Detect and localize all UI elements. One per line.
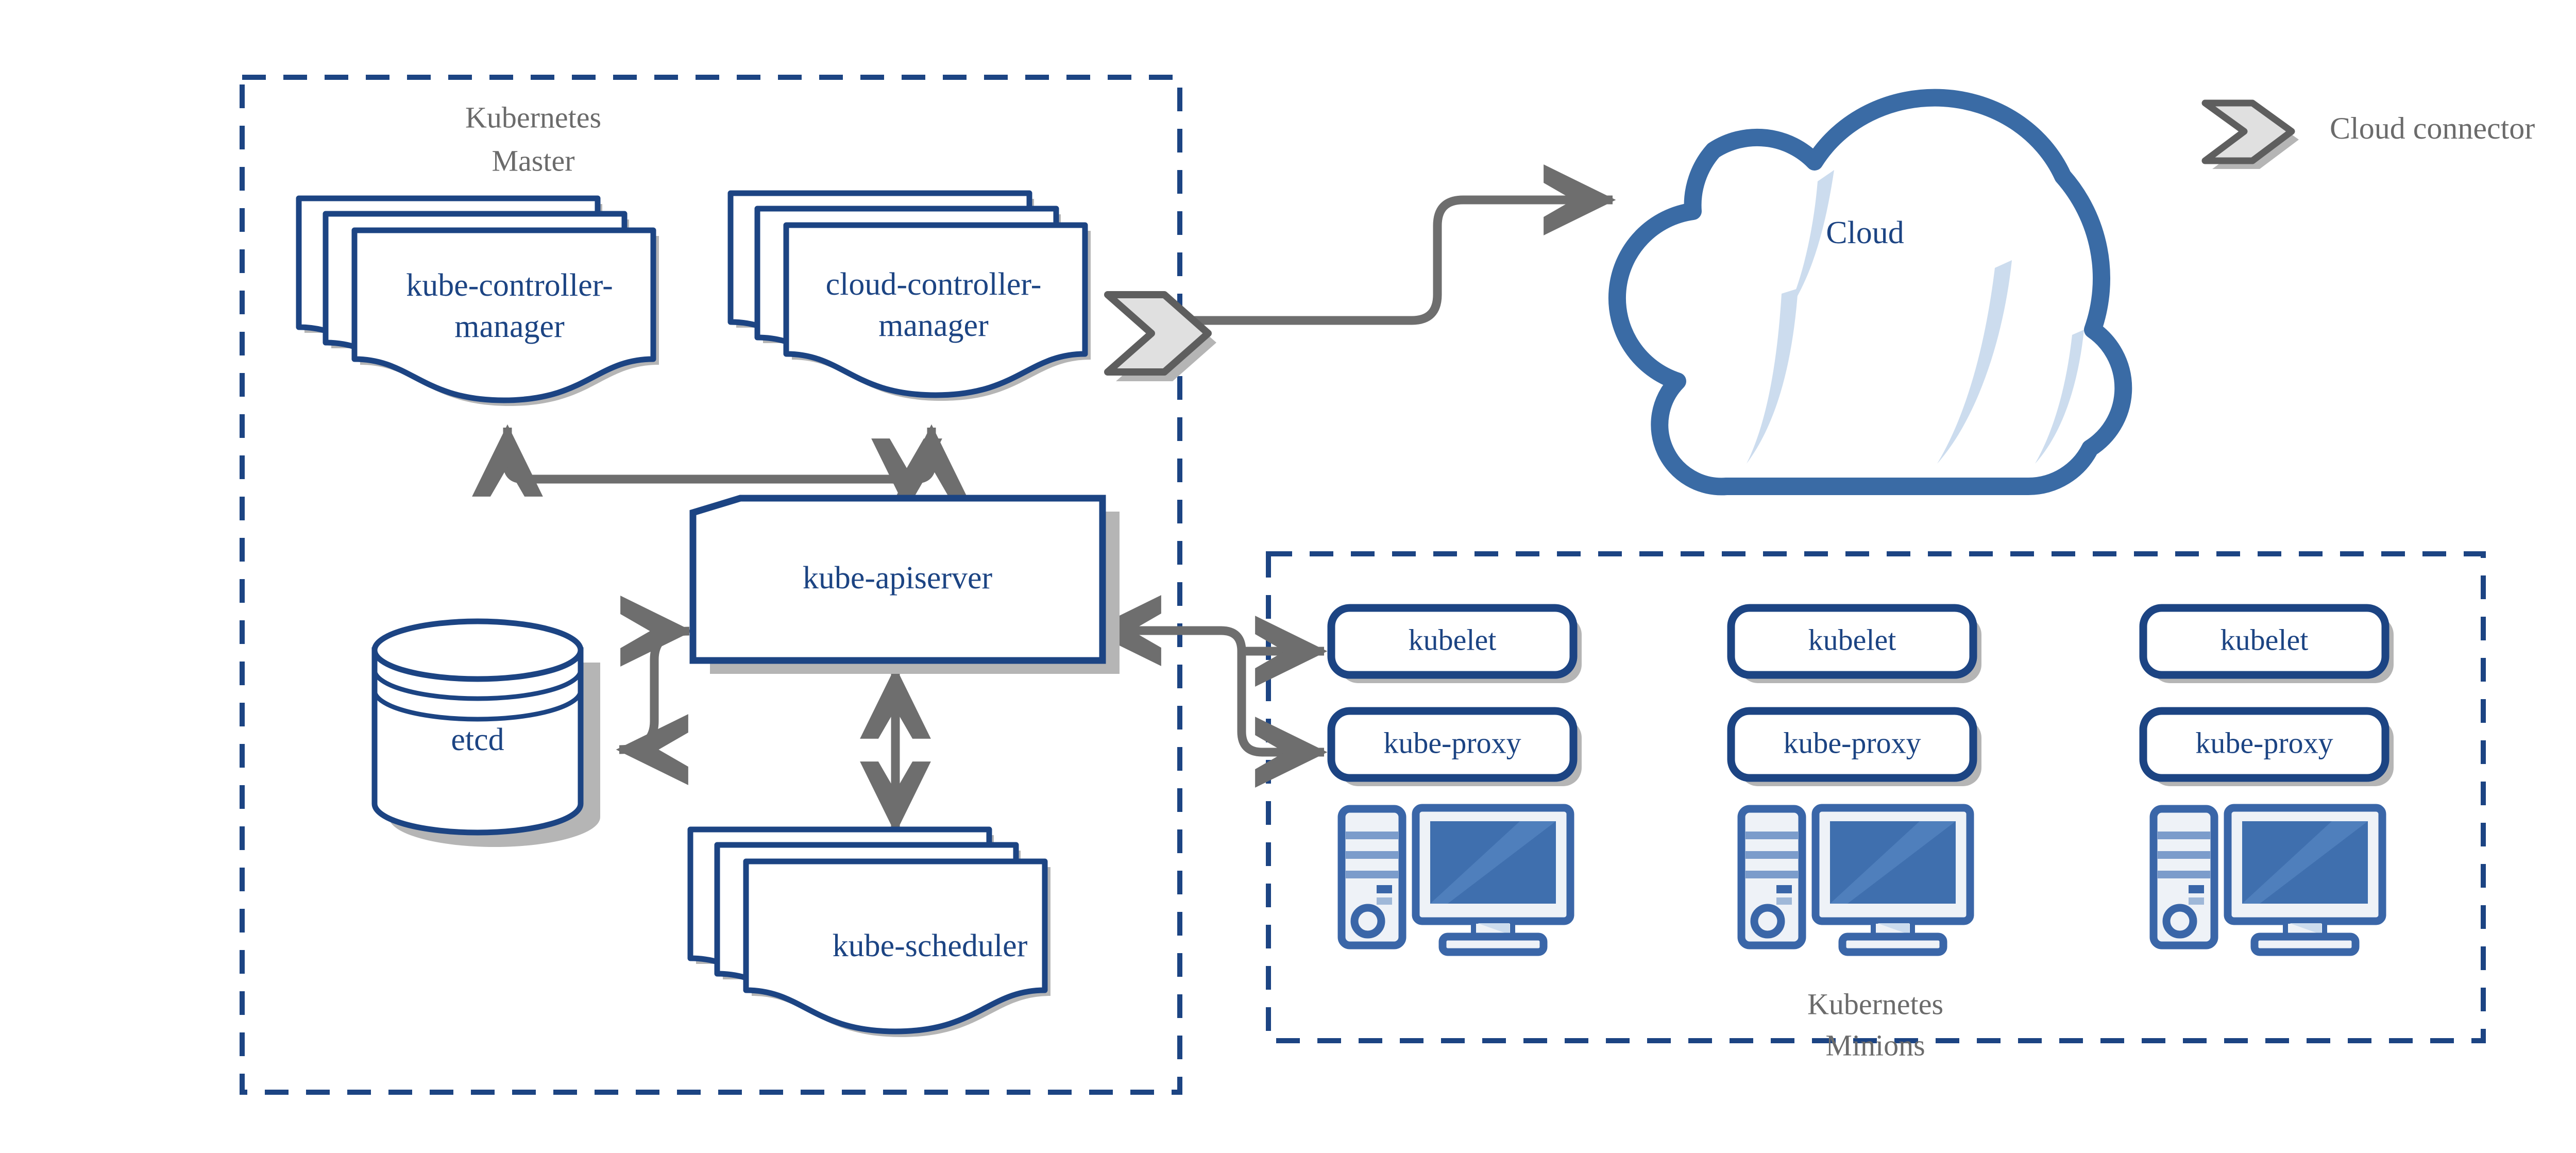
cloud-connector-icon-on-ccm [1104,291,1216,381]
node-cloud-controller-manager[interactable]: cloud-controller- manager [731,193,1091,401]
minion-1-kube-proxy-label: kube-proxy [1383,726,1521,759]
cloud-controller-manager-label-line1: cloud-controller- [826,267,1042,302]
legend-cloud-connector-label: Cloud connector [2330,111,2535,145]
chevron-connector-icon [2201,99,2295,164]
minion-3-kubelet-box[interactable] [2139,604,2389,679]
etcd-label: etcd [451,722,504,757]
node-kube-scheduler[interactable]: kube-scheduler [690,829,1050,1037]
minions-group-label: Kubernetes Minions [1807,987,1943,1062]
master-group-label-line1: Kubernetes [465,100,601,134]
minion-2-kube-proxy-label: kube-proxy [1783,726,1921,759]
kube-controller-manager-label-line1: kube-controller- [406,268,613,303]
connector-ccm-to-cloud [1172,164,1616,325]
node-cloud[interactable]: Cloud [1608,89,2132,496]
minion-3-kube-proxy-box[interactable] [2139,707,2389,782]
minion-1-kubelet-box[interactable] [1327,604,1578,679]
cloud-controller-manager-label-line2: manager [878,308,989,343]
node-kube-apiserver[interactable]: kube-apiserver [689,495,1120,674]
minion-3-kubelet-label: kubelet [2221,623,2309,656]
cloud-connector-chevron [1104,291,1212,376]
minions-group-label-line1: Kubernetes [1807,987,1943,1021]
minion-1-computer-icon [1337,804,1574,956]
etcd-ring-1 [372,669,583,701]
minions-dashed-border [1266,551,2486,1043]
minion-2[interactable]: kubelet kube-proxy [1727,604,1981,956]
sched-doc-front [746,861,1050,1037]
master-dashed-border [240,75,1182,1095]
cloud-outline [1608,89,2132,496]
kcm-doc-front [354,230,659,406]
kube-scheduler-label: kube-scheduler [833,928,1028,963]
kubernetes-minions-group [1266,551,2486,1043]
minions-group-label-line2: Minions [1825,1028,1925,1062]
ccm-doc-front [786,225,1091,401]
node-kube-controller-manager[interactable]: kube-controller- manager [299,198,659,406]
connector-apiserver-branch-trunk [1121,626,1324,757]
etcd-ring-2 [372,690,583,722]
minion-1-kube-proxy-box[interactable] [1327,707,1578,782]
minion-2-computer-icon [1737,804,1974,956]
kube-apiserver-label: kube-apiserver [803,561,993,596]
node-etcd[interactable]: etcd [371,618,600,847]
minion-3-kube-proxy-label: kube-proxy [2195,726,2333,759]
kube-apiserver-shape [689,495,1106,664]
minion-1-kubelet-label: kubelet [1409,623,1497,656]
minion-2-kube-proxy-box[interactable] [1727,707,1977,782]
cloud-label: Cloud [1826,215,1904,250]
legend: Cloud connector [2201,99,2535,169]
cloud-accents [1747,170,2084,464]
kube-controller-manager-label-line2: manager [454,309,565,344]
connector-ccm-down-to-apiserver [896,424,967,497]
minion-2-kubelet-label: kubelet [1808,623,1896,656]
etcd-top-disc [371,618,584,682]
connector-apiserver-to-etcd [616,596,693,785]
kubernetes-master-group: Kubernetes Master [240,75,1182,1095]
minion-1[interactable]: kubelet kube-proxy [1327,604,1582,956]
minion-2-kubelet-box[interactable] [1727,604,1977,679]
minion-3[interactable]: kubelet kube-proxy [2139,604,2394,956]
cloud-fill [1653,107,2089,335]
minion-3-computer-icon [2149,804,2386,956]
master-group-label-line2: Master [492,144,574,177]
